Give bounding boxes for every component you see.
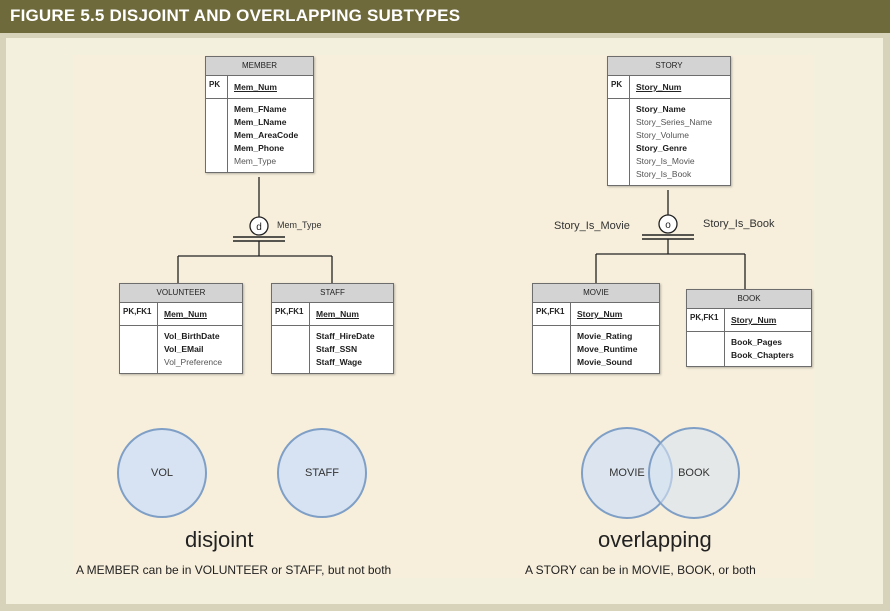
entity-movie-pk: Story_Num — [577, 309, 623, 319]
entity-book-attr: Book_Pages — [731, 337, 783, 347]
figure-title-bar: FIGURE 5.5 DISJOINT AND OVERLAPPING SUBT… — [0, 0, 890, 33]
entity-story-key-label: PK — [608, 76, 630, 98]
entity-member-attr: Mem_Type — [234, 156, 277, 166]
entity-volunteer: VOLUNTEER PK,FK1 Mem_Num Vol_BirthDate V… — [119, 283, 243, 374]
entity-staff-pk: Mem_Num — [316, 309, 359, 319]
entity-member-key-label: PK — [206, 76, 228, 98]
venn-label-staff: STAFF — [304, 467, 339, 479]
entity-movie: MOVIE PK,FK1 Story_Num Movie_Rating Move… — [532, 283, 660, 374]
entity-staff-key-label: PK,FK1 — [272, 303, 310, 325]
overlapping-symbol — [658, 214, 678, 234]
entity-member-attr: Mem_Phone — [234, 143, 285, 153]
discriminator-story-is-movie: Story_Is_Movie — [554, 220, 630, 232]
venn-circle-book — [648, 427, 740, 519]
entity-movie-attr: Movie_Sound — [577, 357, 633, 367]
entity-story-attr: Story_Genre — [636, 143, 688, 153]
entity-staff: STAFF PK,FK1 Mem_Num Staff_HireDate Staf… — [271, 283, 394, 374]
description-overlapping: A STORY can be in MOVIE, BOOK, or both — [525, 563, 756, 577]
entity-book: BOOK PK,FK1 Story_Num Book_Pages Book_Ch… — [686, 289, 812, 367]
entity-book-key-label: PK,FK1 — [687, 309, 725, 331]
entity-book-pk: Story_Num — [731, 315, 777, 325]
entity-book-attr: Book_Chapters — [731, 350, 794, 360]
venn-circle-vol — [117, 428, 207, 518]
overlapping-symbol-letter: o — [665, 220, 671, 231]
disjoint-symbol — [249, 216, 269, 236]
caption-overlapping: overlapping — [598, 527, 712, 552]
entity-movie-attr: Move_Runtime — [577, 344, 638, 354]
disjoint-symbol-letter: d — [256, 222, 262, 233]
entity-volunteer-pk: Mem_Num — [164, 309, 207, 319]
entity-story-attr: Story_Is_Movie — [636, 156, 695, 166]
discriminator-story-is-book: Story_Is_Book — [703, 218, 775, 230]
entity-story-attr: Story_Volume — [636, 130, 689, 140]
venn-label-book: BOOK — [678, 467, 710, 479]
entity-story-attr: Story_Name — [636, 104, 686, 114]
entity-story: STORY PK Story_Num Story_Name Story_Seri… — [607, 56, 731, 186]
entity-staff-attr: Staff_Wage — [316, 357, 362, 367]
entity-movie-key-label: PK,FK1 — [533, 303, 571, 325]
entity-member-attr: Mem_AreaCode — [234, 130, 299, 140]
discriminator-mem-type: Mem_Type — [277, 220, 322, 230]
entity-book-name: BOOK — [687, 290, 811, 309]
entity-member-attr: Mem_LName — [234, 117, 287, 127]
entity-staff-attr: Staff_HireDate — [316, 331, 375, 341]
venn-circle-staff — [277, 428, 367, 518]
entity-volunteer-key-label: PK,FK1 — [120, 303, 158, 325]
entity-movie-name: MOVIE — [533, 284, 659, 303]
entity-member-name: MEMBER — [206, 57, 313, 76]
entity-volunteer-attr: Vol_BirthDate — [164, 331, 220, 341]
entity-volunteer-attr: Vol_EMail — [164, 344, 204, 354]
entity-volunteer-name: VOLUNTEER — [120, 284, 242, 303]
caption-disjoint: disjoint — [185, 527, 254, 552]
entity-member: MEMBER PK Mem_Num Mem_FName Mem_LName Me… — [205, 56, 314, 173]
venn-label-vol: VOL — [150, 467, 173, 479]
entity-member-pk: Mem_Num — [234, 82, 277, 92]
entity-volunteer-attr: Vol_Preference — [164, 357, 223, 367]
venn-label-movie: MOVIE — [609, 467, 645, 479]
entity-staff-attr: Staff_SSN — [316, 344, 358, 354]
description-disjoint: A MEMBER can be in VOLUNTEER or STAFF, b… — [76, 563, 392, 577]
entity-story-attr: Story_Series_Name — [636, 117, 713, 127]
entity-staff-name: STAFF — [272, 284, 393, 303]
entity-story-name: STORY — [608, 57, 730, 76]
entity-story-pk: Story_Num — [636, 82, 682, 92]
figure-title: FIGURE 5.5 DISJOINT AND OVERLAPPING SUBT… — [10, 6, 461, 25]
entity-story-attr: Story_Is_Book — [636, 169, 692, 179]
entity-movie-attr: Movie_Rating — [577, 331, 633, 341]
entity-member-attr: Mem_FName — [234, 104, 287, 114]
